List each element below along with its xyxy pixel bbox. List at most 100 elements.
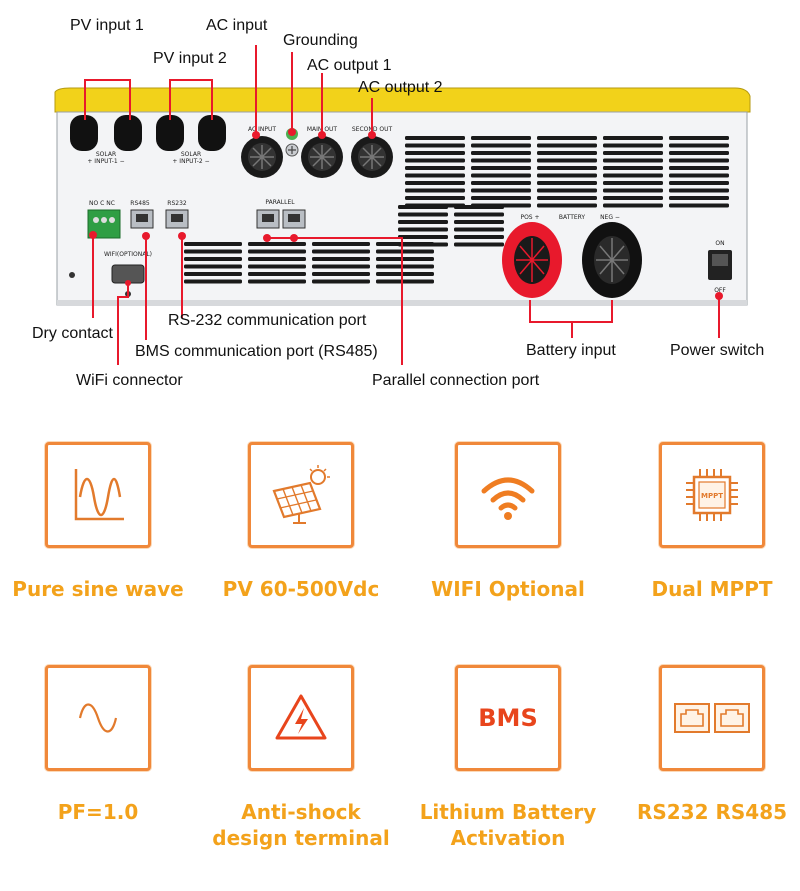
- feature-icon-box: [248, 665, 354, 771]
- vent-slot: [669, 151, 729, 155]
- vent-slot: [405, 143, 465, 148]
- vent-slot: [669, 173, 729, 178]
- vent-slot: [537, 196, 597, 200]
- inverter-panel-diagram: SOLAR + INPUT-1 − SOLAR + INPUT-2 − AC I…: [54, 45, 751, 365]
- pv-input-2-terminals: [156, 115, 226, 151]
- vent-slot: [471, 158, 531, 163]
- vent-slot: [537, 151, 597, 155]
- feature-caption: RS232 RS485: [636, 800, 788, 824]
- vent-slot: [471, 181, 531, 185]
- vent-slot: [376, 279, 434, 284]
- callout-power-switch: Power switch: [670, 342, 765, 359]
- callout-bms-port: BMS communication port (RS485): [135, 343, 378, 360]
- callout-ac-input: AC input: [206, 17, 268, 34]
- callout-grounding: Grounding: [283, 32, 358, 49]
- input-1-label: + INPUT-1 −: [87, 158, 124, 165]
- chip-icon-text: MPPT: [701, 492, 723, 500]
- vent-slot: [603, 188, 663, 193]
- feature-pure-sine-wave: Pure sine wave: [3, 442, 193, 602]
- wifi-icon: [481, 477, 535, 520]
- chip-icon: MPPT: [686, 469, 738, 521]
- feature-caption: PF=1.0: [57, 800, 139, 824]
- vent-slot: [248, 257, 306, 261]
- high-voltage-icon: [275, 694, 327, 740]
- callout-battery-input: Battery input: [526, 342, 616, 359]
- leader-dots: [89, 128, 723, 300]
- feature-icon-box: [45, 442, 151, 548]
- on-panel-label: ON: [715, 240, 724, 247]
- neg-panel-label: NEG −: [600, 214, 620, 221]
- vent-slot: [405, 136, 465, 140]
- vent-slot: [471, 188, 531, 193]
- vent-slot: [603, 158, 663, 163]
- vent-slot: [537, 188, 597, 193]
- vent-slot: [248, 249, 306, 254]
- battery-positive-terminal: [502, 222, 562, 298]
- vent-slot: [603, 151, 663, 155]
- vent-slot: [454, 235, 504, 239]
- vent-slot: [398, 235, 448, 239]
- feature-icon-box: [45, 665, 151, 771]
- vent-slot: [537, 143, 597, 148]
- vent-slot: [603, 166, 663, 170]
- vent-slot: [184, 257, 242, 261]
- vent-slot: [376, 249, 434, 254]
- bms-icon: BMS: [478, 704, 538, 732]
- ac-output-1-gland: [301, 136, 343, 178]
- vent-slot: [454, 212, 504, 217]
- feature-icon-box: MPPT: [659, 442, 765, 548]
- vent-slot: [669, 136, 729, 140]
- vent-slot: [405, 158, 465, 163]
- feature-icon-box: [659, 665, 765, 771]
- vent-slot: [398, 220, 448, 224]
- vent-slot: [471, 136, 531, 140]
- feature-icon-box: [248, 442, 354, 548]
- vent-slot: [603, 196, 663, 200]
- vent-slot: [471, 166, 531, 170]
- rs232-panel-label: RS232: [167, 200, 187, 207]
- vent-slot: [454, 205, 504, 209]
- dual-port-icon: [674, 703, 750, 733]
- callout-rs232-port: RS-232 communication port: [168, 312, 367, 329]
- callout-parallel-port: Parallel connection port: [372, 372, 540, 389]
- feature-caption: Lithium Battery: [419, 800, 597, 824]
- vent-slot: [454, 220, 504, 224]
- sine-wave-chart-icon: [74, 469, 124, 521]
- vent-slot: [405, 151, 465, 155]
- vent-slot: [669, 181, 729, 185]
- vent-slot: [603, 143, 663, 148]
- feature-caption: Dual MPPT: [651, 577, 773, 601]
- feature-caption: Anti-shock: [241, 800, 361, 824]
- vent-grille-center: [398, 205, 504, 247]
- leader-lines: [84, 45, 720, 365]
- vent-slot: [248, 272, 306, 276]
- vent-slot: [398, 227, 448, 232]
- vent-slot: [398, 205, 448, 209]
- nocnc-panel-label: NO C NC: [89, 200, 115, 207]
- vent-slot: [312, 249, 370, 254]
- vent-slot: [669, 196, 729, 200]
- vent-slot: [312, 242, 370, 246]
- parallel-panel-label: PARALLEL: [265, 199, 295, 206]
- vent-slot: [405, 196, 465, 200]
- feature-caption: PV 60-500Vdc: [222, 577, 380, 601]
- vent-slot: [184, 279, 242, 284]
- pos-panel-label: POS +: [520, 214, 539, 221]
- solar-panel-icon: [272, 465, 330, 524]
- vent-slot: [312, 279, 370, 284]
- callout-wifi-connector: WiFi connector: [76, 372, 183, 389]
- battery-negative-terminal: [582, 222, 642, 298]
- feature-wifi: WIFI Optional: [413, 442, 603, 602]
- feature-caption: WIFI Optional: [431, 577, 585, 601]
- vent-slot: [669, 188, 729, 193]
- wifi-panel-label: WIFI(OPTIONAL): [104, 251, 152, 258]
- vent-slot: [376, 242, 434, 246]
- vent-slot: [471, 173, 531, 178]
- vent-slot: [603, 136, 663, 140]
- vent-slot: [537, 166, 597, 170]
- feature-dual-mppt: MPPT Dual MPPT: [617, 442, 800, 602]
- vent-slot: [537, 136, 597, 140]
- callout-pv-input-1: PV input 1: [70, 17, 144, 34]
- vent-slot: [312, 264, 370, 269]
- vent-slot: [669, 203, 729, 208]
